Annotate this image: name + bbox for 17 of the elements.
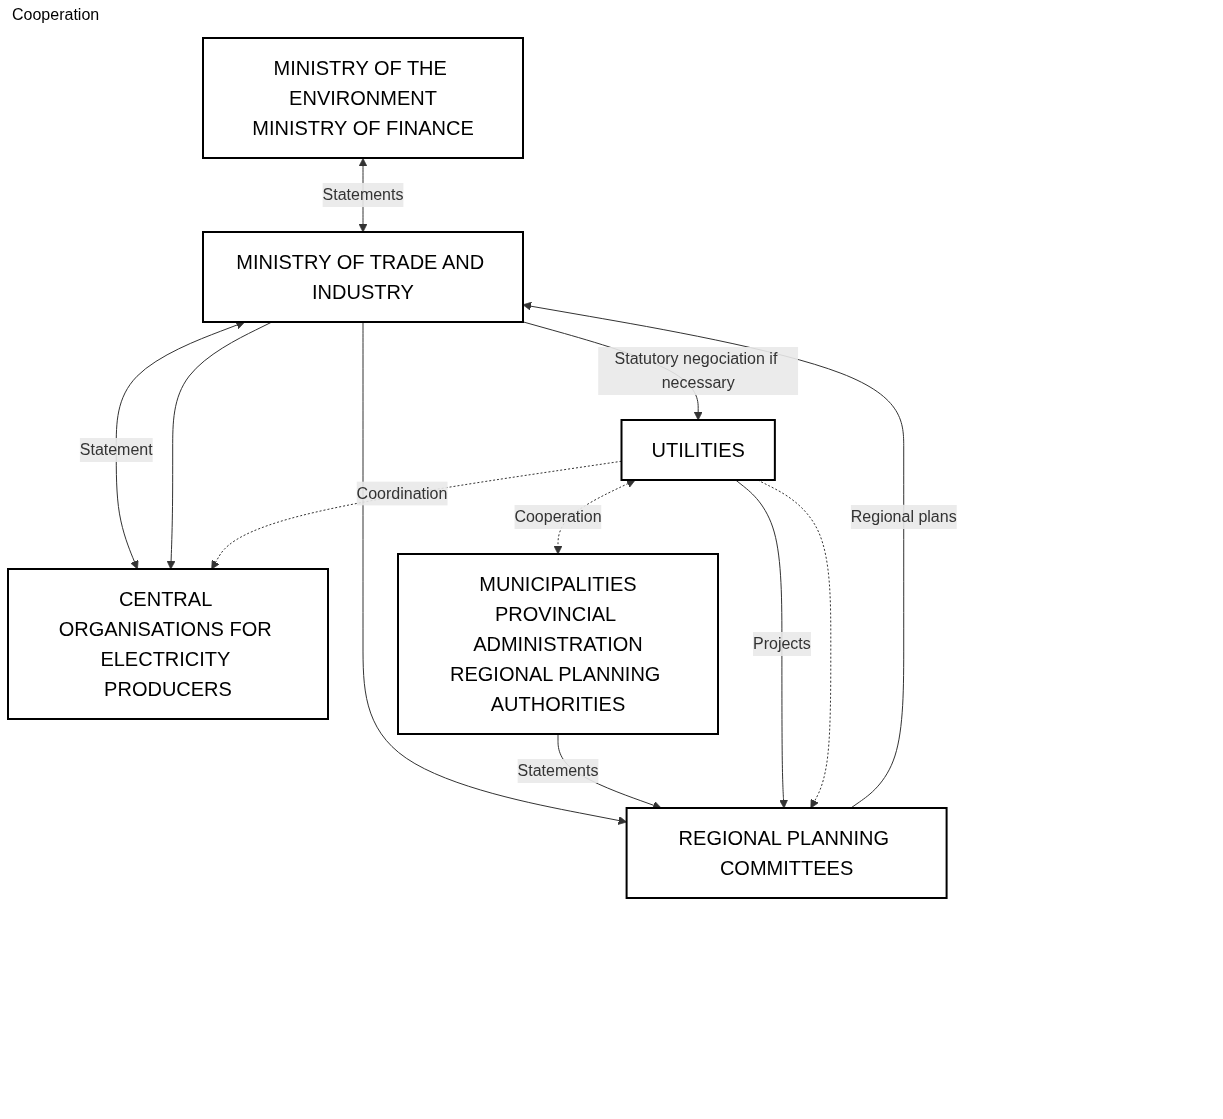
edge-label: Projects [753,635,811,652]
node-box: UTILITIES [620,419,776,481]
node-box: REGIONAL PLANNING COMMITTEES [625,807,948,899]
edge-label: Statement [79,441,153,458]
edge-label: Coordination [356,484,448,502]
node-box: MINISTRY OF TRADE AND INDUSTRY [202,231,524,323]
node-box: MUNICIPALITIES PROVINCIAL ADMINISTRATION REGIONAL PLANNING AUTHORITIES [397,553,719,735]
edge-label: Statements [322,186,404,203]
node-box: CENTRAL ORGANISATIONS FOR ELECTRICITY PRODUCERS [7,568,329,720]
edge-label: Statutory negociation if necessary [614,350,778,391]
edge-label: Regional plans [850,508,957,525]
edge-label: Statements [517,762,599,779]
edge-label: Cooperation [514,508,602,525]
arrow [735,479,788,809]
note-text: Cooperation [12,6,100,23]
arrow [362,321,627,825]
node-box: MINISTRY OF THE ENVIRONMENT MINISTRY OF FINANCE [202,37,524,159]
